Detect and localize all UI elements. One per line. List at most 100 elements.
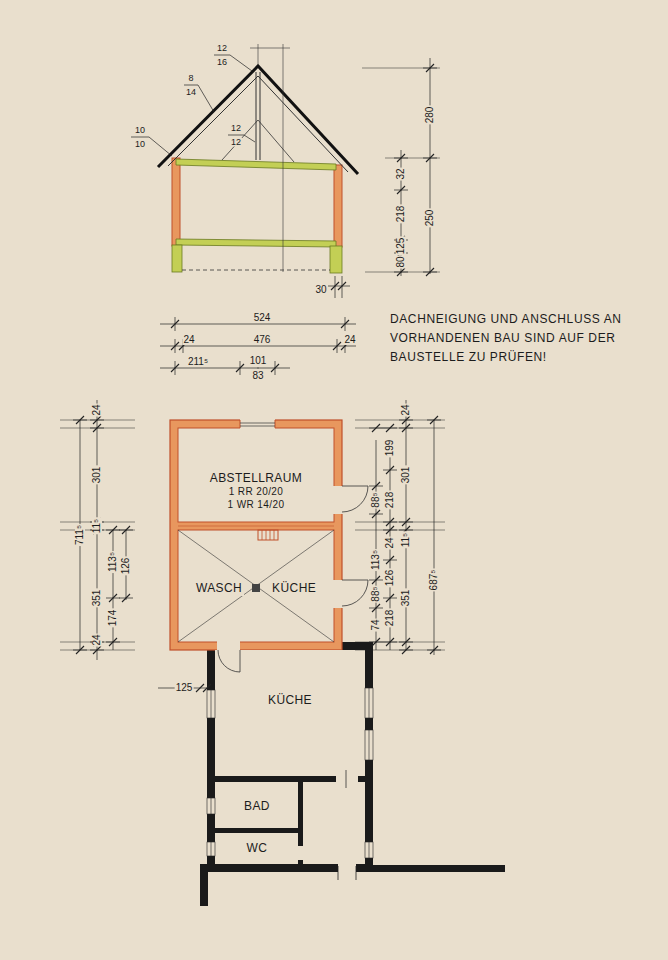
dimension-label: 301: [92, 466, 102, 485]
dimension-tick: [171, 342, 179, 350]
window: [240, 420, 241, 428]
window: [211, 842, 212, 856]
dimension-label: 24: [92, 403, 102, 416]
dimension-line: [113, 530, 114, 650]
dimension-label: 199: [385, 439, 395, 458]
dimension-label: 12: [216, 44, 228, 53]
dimension-line: [406, 400, 407, 650]
room-floor: [178, 428, 334, 522]
strut: [222, 120, 258, 160]
diagonal-line: [178, 530, 334, 642]
window: [207, 798, 215, 814]
dimension-label: 10: [134, 126, 146, 135]
dimension-line: [362, 68, 440, 69]
dimension-line: [328, 286, 350, 287]
dimension-label: 524: [253, 313, 272, 323]
wall-section: [334, 165, 342, 247]
window: [207, 690, 215, 718]
dimension-tick: [341, 320, 349, 328]
room: KÜCHE: [216, 690, 364, 712]
dimension-tick: [109, 594, 117, 602]
dimension-line: [160, 368, 290, 369]
dimension-label: 711⁵: [75, 524, 85, 546]
dimension-label: 125: [175, 683, 194, 693]
king-post: [256, 72, 257, 160]
dimension-tick: [338, 282, 346, 290]
wall-section: [172, 158, 180, 246]
dimension-line: [355, 530, 445, 531]
wall: [207, 642, 373, 872]
dimension-label: 101: [249, 356, 268, 366]
leader-line: [230, 55, 252, 71]
dimension-tick: [331, 282, 339, 290]
dimension-label: 24: [92, 633, 102, 646]
dimension-label: 250: [425, 209, 435, 228]
door-opening: [217, 641, 240, 651]
door-opening: [297, 846, 304, 860]
floor-line: [182, 270, 330, 271]
dimension-label: 12: [230, 138, 242, 147]
dimension-line: [355, 420, 445, 421]
room-floor: [178, 530, 334, 642]
diagonal-line: [178, 530, 334, 642]
fraction-bar: [184, 85, 198, 86]
dimension-line: [60, 650, 135, 651]
dimension-label: 476: [253, 335, 272, 345]
dimension-line: [365, 272, 440, 273]
window: [240, 423, 275, 424]
wall-line: [178, 526, 334, 527]
dimension-tick: [386, 556, 394, 564]
beam-note: 1 WR 14/20: [226, 499, 287, 511]
dimension-line: [385, 158, 440, 159]
room: BAD: [216, 796, 298, 818]
dimension-tick: [372, 576, 380, 584]
window: [275, 420, 276, 428]
dimension-label: 126: [385, 569, 395, 588]
stair-symbol: [270, 530, 271, 540]
dimension-label: 88⁵: [371, 585, 381, 602]
dimension-label: 280: [425, 106, 435, 125]
dimension-line: [355, 650, 445, 651]
ceiling-beam: [176, 159, 336, 170]
window: [369, 842, 370, 858]
dimension-label: 10: [134, 140, 146, 149]
dimension-label: 24: [343, 335, 356, 345]
door-opening: [333, 486, 343, 514]
door-swing: [342, 486, 368, 512]
dimension-label: 174: [108, 609, 118, 628]
dimension-tick: [171, 320, 179, 328]
dimension-label: 301: [401, 466, 411, 485]
dimension-tick: [271, 364, 279, 372]
door-mark: [346, 770, 347, 788]
dimension-label: 126: [121, 557, 131, 576]
stair-symbol: [266, 530, 267, 540]
dimension-tick: [397, 186, 405, 194]
dimension-tick: [203, 684, 211, 692]
dimension-label: 113⁵: [371, 549, 381, 571]
fraction-bar: [131, 137, 149, 138]
dimension-tick: [372, 482, 380, 490]
footing: [330, 246, 342, 273]
floor-beam: [176, 239, 336, 247]
dimension-label: 125: [396, 237, 406, 256]
dimension-label: 218: [396, 205, 406, 224]
beam-note: 1 RR 20/20: [227, 486, 286, 498]
wall: [200, 864, 208, 906]
dimension-line: [355, 428, 445, 429]
dimension-label: 24: [385, 536, 395, 549]
dimension-tick: [196, 684, 204, 692]
dimension-tick: [333, 342, 341, 350]
strut: [258, 120, 294, 162]
dimension-label: 80: [396, 255, 406, 268]
fraction-bar: [214, 55, 230, 56]
dimension-tick: [386, 594, 394, 602]
window: [207, 842, 215, 856]
room-name: WASCH: [194, 582, 244, 596]
dimension-tick: [386, 466, 394, 474]
dimension-label: 12: [230, 124, 242, 133]
window: [211, 690, 212, 718]
dimension-label: 11⁵: [401, 532, 411, 549]
window: [365, 688, 373, 718]
footing: [172, 245, 182, 272]
leader-line: [149, 137, 172, 156]
